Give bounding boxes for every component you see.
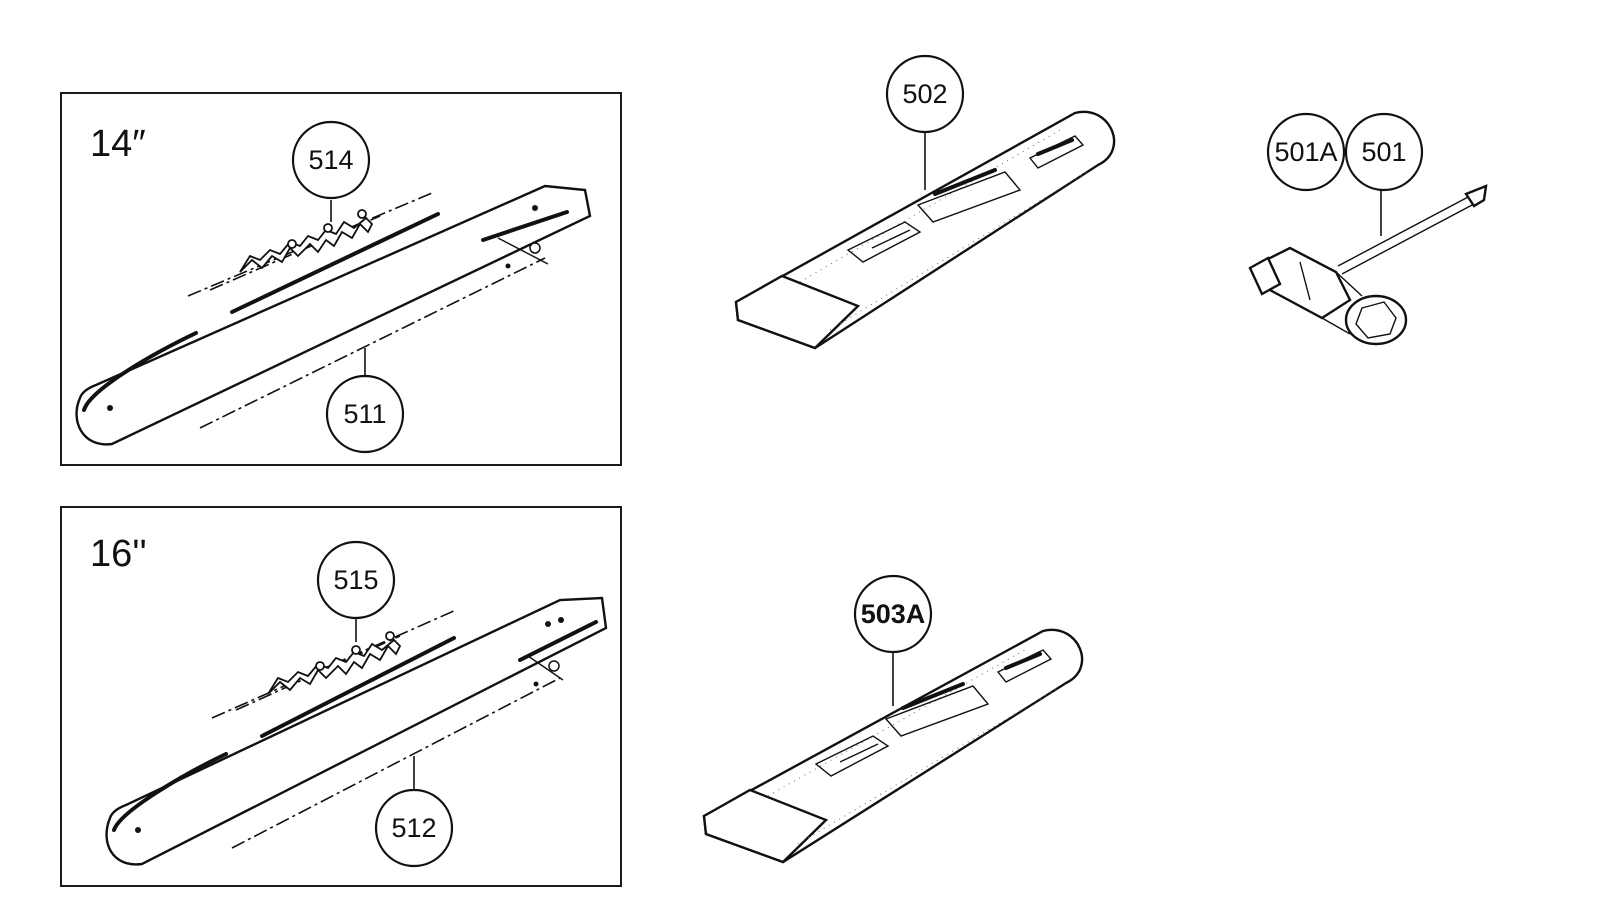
svg-text:511: 511: [343, 399, 386, 429]
size-label-16: 16'': [90, 533, 147, 575]
callout-bar-16: 512: [374, 788, 454, 868]
callout-wrench-501: 501: [1344, 112, 1424, 192]
callout-scabbard-top: 502: [885, 54, 965, 134]
svg-text:501: 501: [1361, 137, 1406, 167]
callout-chain-16: 515: [316, 540, 396, 620]
bar-scabbard-top: [734, 110, 1116, 350]
callout-scabbard-bottom: 503A: [853, 574, 933, 654]
guide-bar-16: [105, 596, 608, 866]
callout-bar-14: 511: [325, 374, 405, 454]
bar-scabbard-bottom: [702, 628, 1084, 864]
size-label-14: 14″: [90, 123, 146, 165]
svg-text:515: 515: [333, 565, 378, 595]
saw-chain-16: [211, 609, 457, 719]
svg-text:503A: 503A: [861, 599, 926, 629]
svg-text:502: 502: [902, 79, 947, 109]
svg-text:514: 514: [308, 145, 353, 175]
combination-wrench: [1248, 184, 1488, 346]
panel-frame: [60, 506, 622, 887]
svg-text:501A: 501A: [1274, 137, 1337, 167]
callout-wrench-501A: 501A: [1266, 112, 1346, 192]
panel-frame: [60, 92, 622, 466]
guide-bar-14: [75, 184, 592, 446]
callout-chain-14: 514: [291, 120, 371, 200]
saw-chain-14: [187, 192, 433, 297]
panel-14-inch: 14″ 514: [60, 92, 622, 466]
svg-text:512: 512: [391, 813, 436, 843]
panel-16-inch: 16'' 515: [60, 506, 622, 887]
